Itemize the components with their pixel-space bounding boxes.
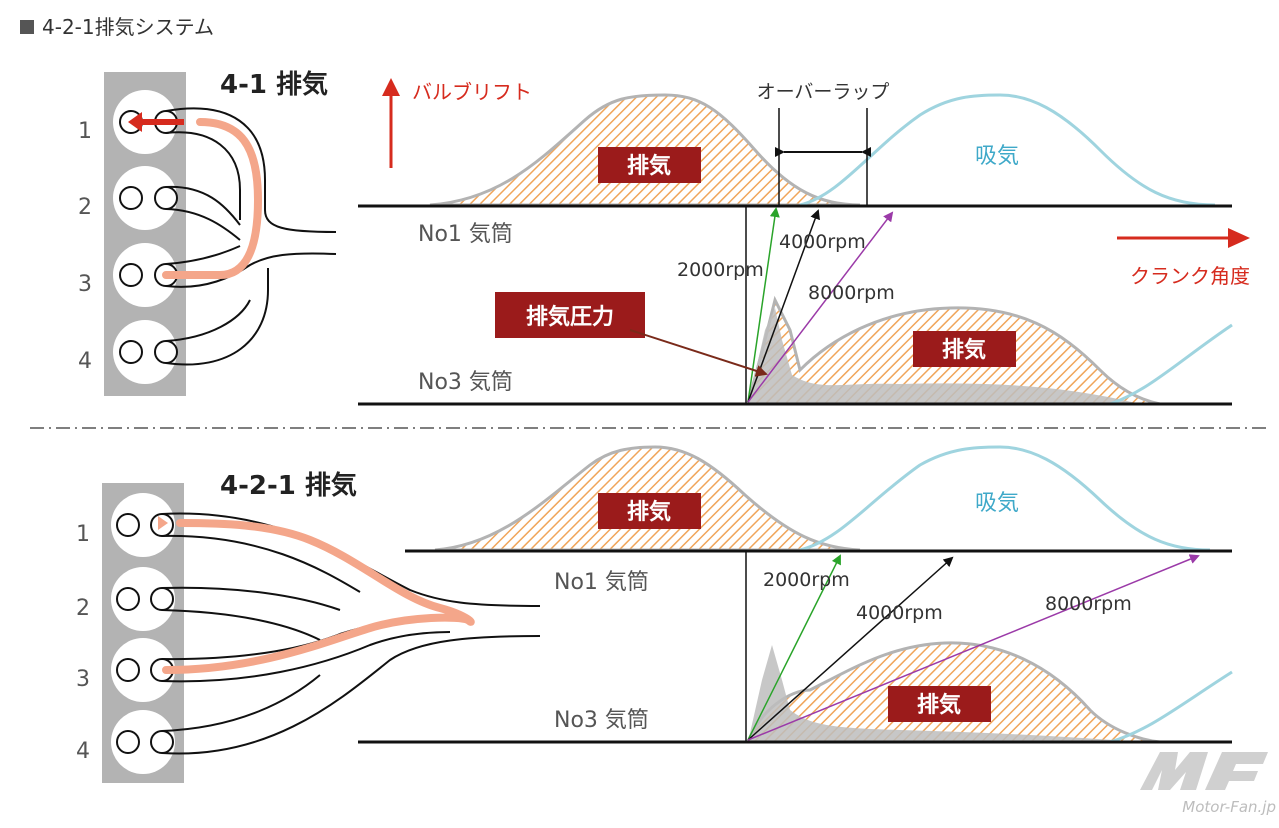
overlap-label: オーバーラップ bbox=[757, 81, 890, 103]
exhaust-label-box bbox=[598, 493, 701, 529]
cylinder-bores bbox=[111, 493, 175, 774]
arrow-right-icon bbox=[1117, 228, 1250, 248]
crank-angle-label: クランク角度 bbox=[1130, 264, 1250, 288]
arrow-left-icon-head bbox=[128, 112, 142, 132]
rpm-8000-label: 8000rpm bbox=[1045, 593, 1132, 615]
watermark-text: Motor-Fan.jp bbox=[1182, 798, 1276, 816]
no3-cylinder-label: No3 気筒 bbox=[418, 370, 513, 395]
no3-exhaust-pressure-curve bbox=[748, 308, 1140, 404]
exhaust-flow-path bbox=[162, 519, 475, 674]
arrow-left-icon bbox=[158, 516, 168, 530]
exhaust-label: 排気 bbox=[627, 499, 671, 525]
rpm-8000-arrow bbox=[747, 211, 894, 403]
cylinder-label-4: 4 bbox=[76, 739, 90, 764]
arrow-up-icon bbox=[382, 78, 400, 168]
no1-intake-lift-curve bbox=[799, 445, 1211, 552]
rpm-8000-label: 8000rpm bbox=[808, 282, 895, 304]
no3-exhaust-label: 排気 bbox=[942, 337, 986, 363]
panel-heading-4-1: 4-1 排気 bbox=[220, 69, 328, 100]
no3-exhaust-pressure-curve bbox=[748, 645, 1140, 742]
rpm-2000-label: 2000rpm bbox=[677, 259, 764, 281]
rpm-8000-arrow bbox=[747, 554, 1200, 741]
rpm-4000-arrow bbox=[747, 556, 954, 741]
cylinder-label-1: 1 bbox=[78, 119, 92, 144]
no3-intake-lift-curve bbox=[1109, 323, 1233, 406]
exhaust-label-box bbox=[598, 147, 701, 183]
intake-label: 吸気 bbox=[975, 144, 1019, 169]
cylinder-label-3: 3 bbox=[78, 272, 92, 297]
page-title: 4-2-1排気システム bbox=[42, 15, 214, 39]
panel-heading-4-2-1: 4-2-1 排気 bbox=[220, 470, 357, 501]
intake-label: 吸気 bbox=[975, 491, 1019, 516]
rpm-2000-arrow bbox=[747, 554, 841, 741]
exhaust-pressure-label: 排気圧力 bbox=[526, 304, 614, 330]
no1-intake-lift-curve bbox=[799, 93, 1216, 207]
no3-exhaust-label-box bbox=[913, 331, 1016, 367]
no1-cylinder-label: No1 気筒 bbox=[554, 570, 649, 595]
cylinder-label-1: 1 bbox=[76, 522, 90, 547]
watermark-logo bbox=[1140, 752, 1268, 790]
exhaust-ports bbox=[116, 513, 174, 754]
cylinder-label-2: 2 bbox=[76, 596, 90, 621]
no3-intake-lift-curve bbox=[1109, 670, 1233, 744]
exhaust-flow-path bbox=[162, 118, 263, 279]
rpm-4000-label: 4000rpm bbox=[779, 231, 866, 253]
cylinder-label-3: 3 bbox=[76, 667, 90, 692]
cylinder-label-4: 4 bbox=[78, 349, 92, 374]
cylinder-label-2: 2 bbox=[78, 195, 92, 220]
no3-exhaust-label: 排気 bbox=[917, 692, 961, 718]
exhaust-manifold-4-1 bbox=[165, 107, 337, 366]
exhaust-pressure-box bbox=[495, 292, 645, 338]
no3-exhaust-label-box bbox=[888, 686, 991, 722]
exhaust-pressure-pointer bbox=[629, 329, 768, 377]
square-bullet-icon bbox=[20, 20, 34, 34]
rpm-4000-label: 4000rpm bbox=[856, 602, 943, 624]
exhaust-label: 排気 bbox=[627, 153, 671, 179]
top-panel: 1 2 3 4 4-1 排気 バルブリフト 排気 吸気 bbox=[78, 69, 1250, 406]
no3-cylinder-label: No3 気筒 bbox=[554, 708, 649, 733]
bottom-panel: 1 2 3 4 4-2-1 排気 排気 吸気 No1 気筒 排気 bbox=[76, 445, 1233, 783]
rpm-2000-label: 2000rpm bbox=[763, 569, 850, 591]
no1-cylinder-label: No1 気筒 bbox=[418, 222, 513, 247]
valve-lift-label: バルブリフト bbox=[412, 80, 532, 104]
